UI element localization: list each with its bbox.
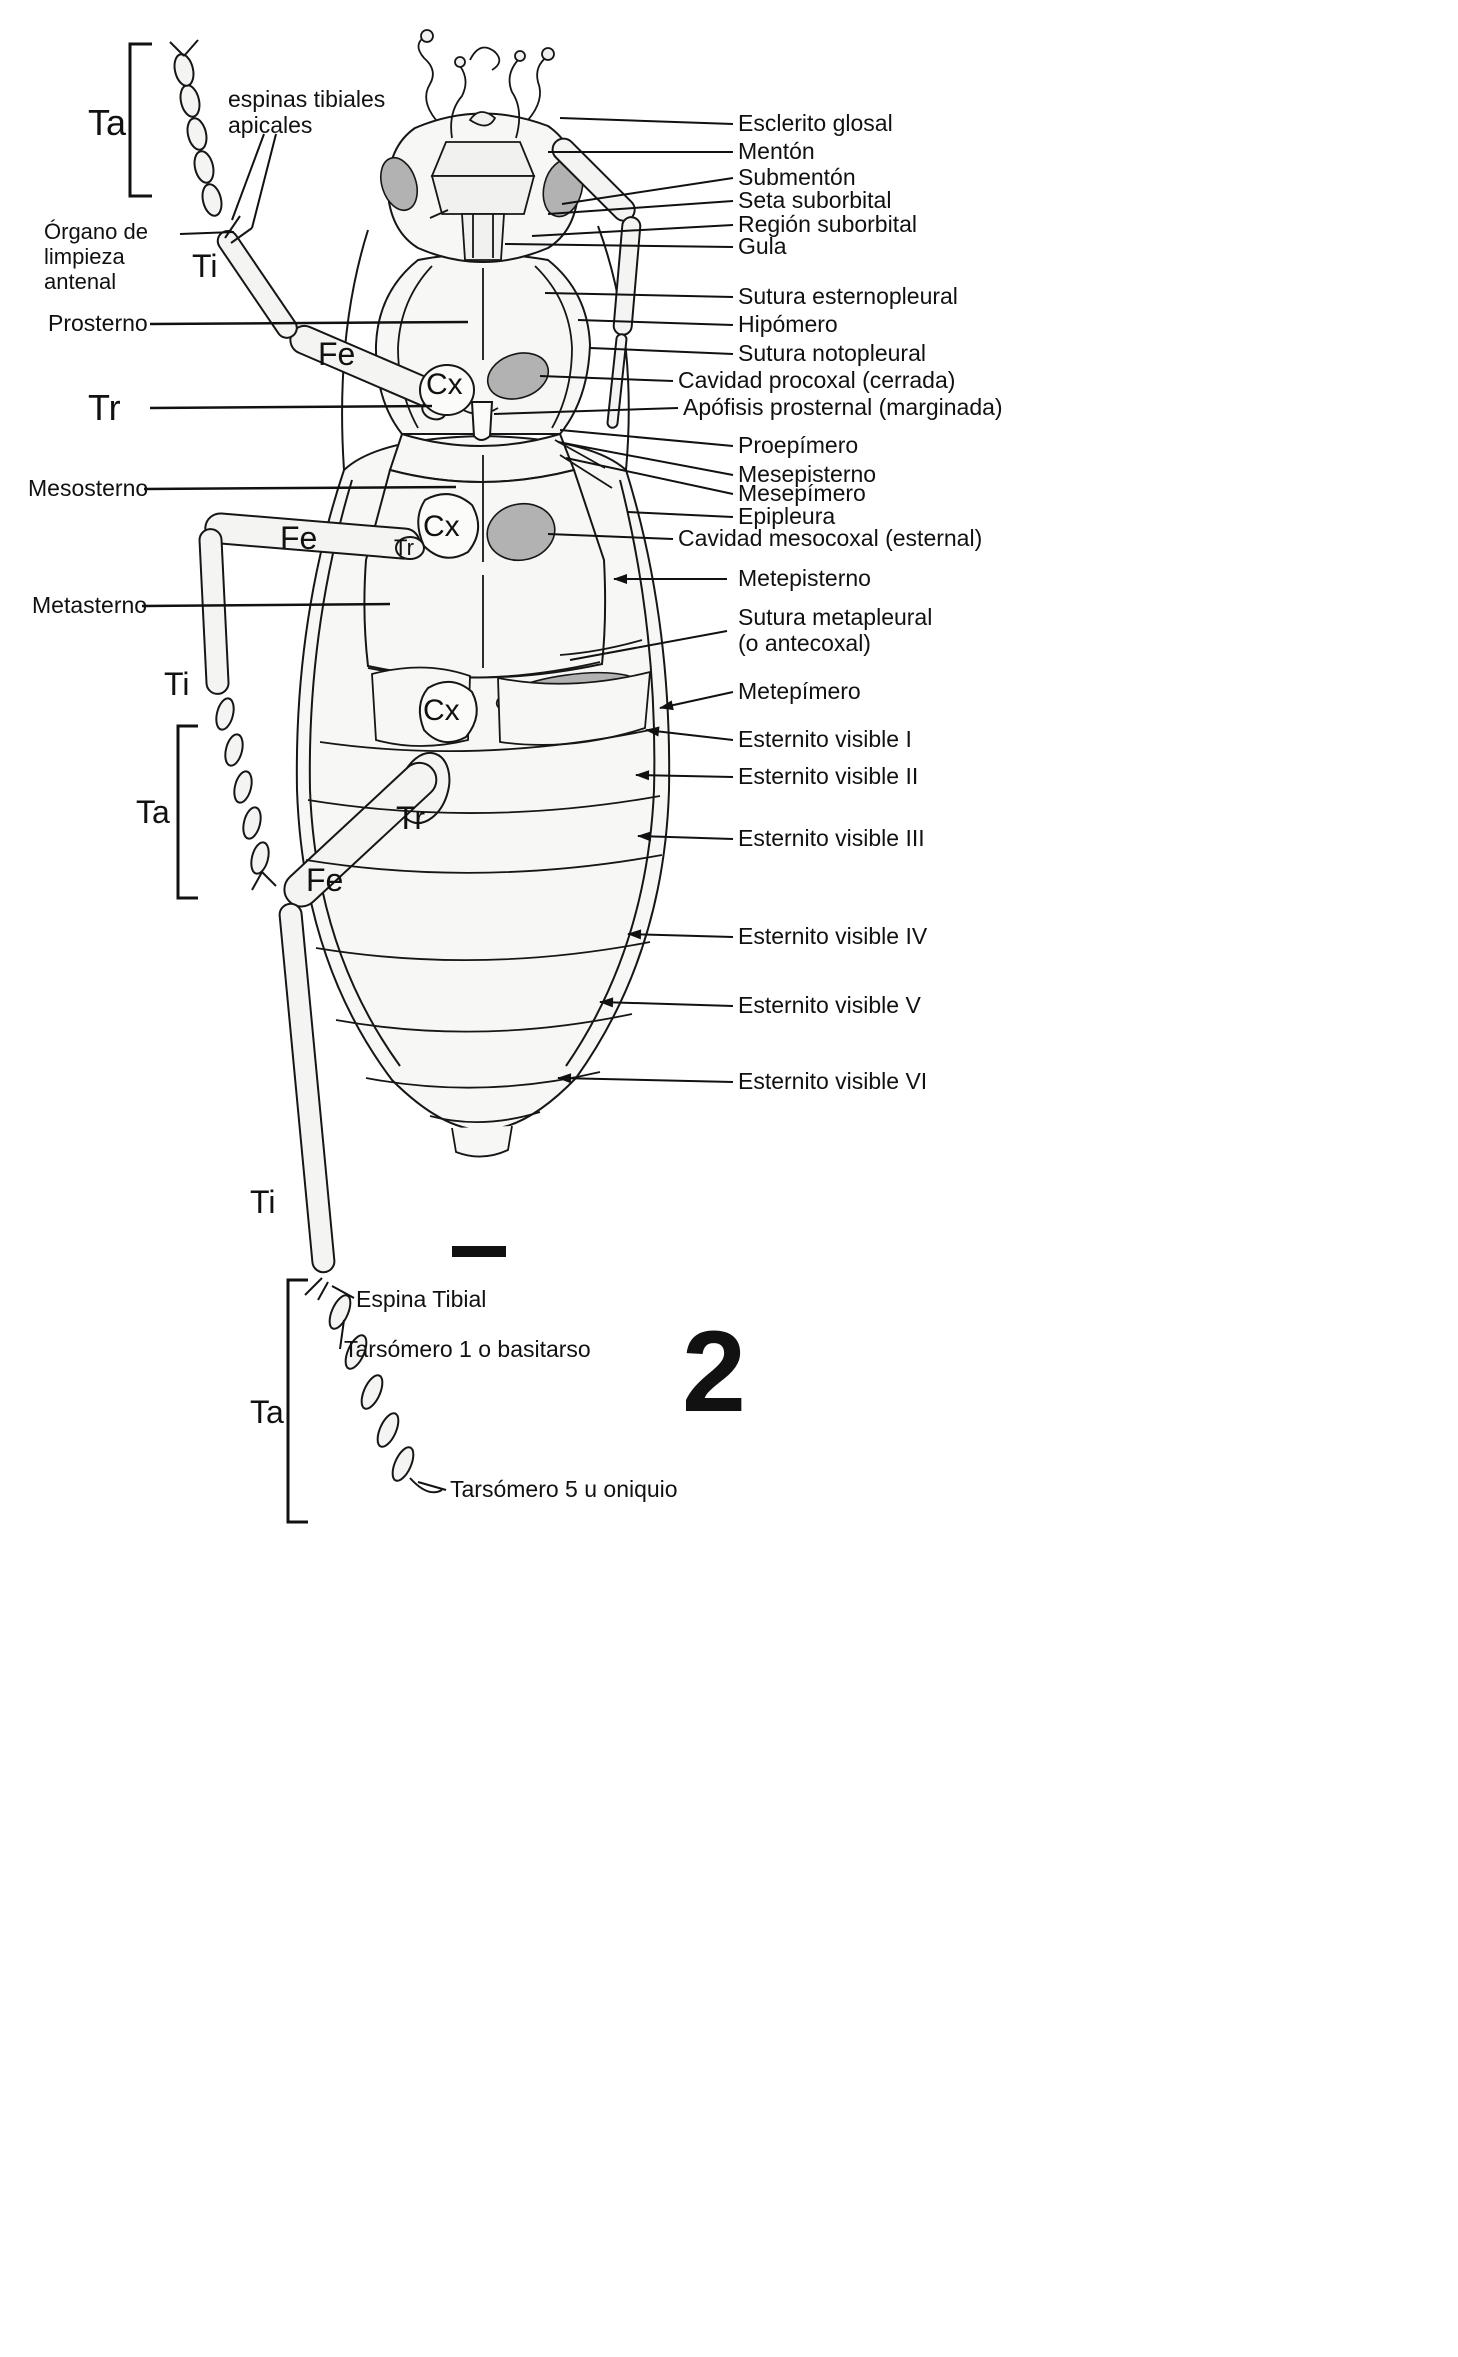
- metacoxa: [418, 681, 478, 744]
- figure-number: 2: [682, 1308, 746, 1436]
- scale-bar: [452, 1246, 506, 1257]
- label-fe-middle: Fe: [280, 520, 318, 556]
- label-sutura-notopleural: Sutura notopleural: [738, 340, 926, 366]
- label-ti-middle: Ti: [164, 666, 190, 702]
- label-submenton: Submentón: [738, 164, 856, 190]
- label-fe-front: Fe: [318, 336, 356, 372]
- label-epipleura: Epipleura: [738, 503, 836, 529]
- prosternal-process: [470, 401, 494, 441]
- segment-brackets: [128, 42, 308, 1524]
- glossal-sclerite: [468, 111, 497, 127]
- hind-femur: [283, 761, 438, 908]
- sternite-sutures: [305, 729, 663, 1158]
- label-esclerito-glosal: Esclerito glosal: [738, 110, 893, 136]
- label-menton: Mentón: [738, 138, 815, 164]
- hind-tibia: [278, 902, 336, 1274]
- label-cx-meso: Cx: [423, 510, 460, 543]
- label-metasterno: Metasterno: [32, 592, 148, 618]
- middle-trochanter: [395, 536, 425, 560]
- label-proepimero: Proepímero: [738, 432, 859, 458]
- label-prosterno: Prosterno: [48, 310, 148, 336]
- label-esternito-2: Esternito visible II: [738, 763, 919, 789]
- label-organo-limpieza: Órgano de limpieza antenal: [44, 219, 148, 294]
- gula-shape: [461, 213, 505, 261]
- suborbital-seta: [429, 209, 449, 219]
- label-mesepimero: Mesepímero: [738, 480, 866, 506]
- leader-lines: [141, 117, 734, 1491]
- hind-claw: [409, 1477, 443, 1494]
- tibial-spine: [230, 227, 253, 244]
- label-metepisterno: Metepisterno: [738, 565, 871, 591]
- palp-right: [527, 55, 549, 121]
- middle-claws: [251, 871, 277, 891]
- label-cx-pro: Cx: [426, 368, 463, 401]
- label-mesepisterno: Mesepisterno: [738, 461, 877, 487]
- label-seta-suborbital: Seta suborbital: [738, 187, 892, 213]
- label-tarsomero-5: Tarsómero 5 u oniquio: [450, 1476, 678, 1502]
- label-mesosterno: Mesosterno: [28, 475, 149, 501]
- label-esternito-1: Esternito visible I: [738, 726, 912, 752]
- mesocoxa: [417, 493, 479, 559]
- label-espina-tibial: Espina Tibial: [356, 1286, 487, 1312]
- label-ta-front: Ta: [88, 102, 127, 143]
- label-tr-front: Tr: [88, 387, 121, 428]
- label-fe-hind: Fe: [306, 862, 344, 898]
- label-hipomero: Hipómero: [738, 311, 838, 337]
- tibial-spine: [224, 215, 241, 239]
- antenna-left: [417, 35, 437, 121]
- label-tarsomero-1: Tarsómero 1 o basitarso: [344, 1336, 591, 1362]
- label-apofisis-prosternal: Apófisis prosternal (marginada): [683, 394, 1003, 420]
- mentum-shape: [430, 141, 536, 177]
- submentum-shape: [430, 175, 536, 215]
- label-cx-meta: Cx: [423, 694, 460, 727]
- procoxa: [419, 364, 475, 416]
- label-esternito-5: Esternito visible V: [738, 992, 921, 1018]
- label-ti-hind: Ti: [250, 1184, 276, 1220]
- head-details: [417, 29, 555, 261]
- label-tr-middle: Tr: [394, 535, 414, 560]
- label-ta-hind: Ta: [250, 1394, 284, 1430]
- label-esternito-3: Esternito visible III: [738, 825, 925, 851]
- label-sutura-metapleural: Sutura metapleural (o antecoxal): [738, 604, 933, 656]
- front-claws: [169, 39, 199, 57]
- bracket-tarsus-middle: [176, 724, 198, 900]
- label-gula: Gula: [738, 233, 787, 259]
- legs: [169, 39, 642, 1494]
- label-cavidad-procoxal: Cavidad procoxal (cerrada): [678, 367, 956, 393]
- label-metepimero: Metepímero: [738, 678, 861, 704]
- middle-tibia: [198, 528, 230, 695]
- hind-tibial-spurs: [304, 1277, 329, 1301]
- label-ta-middle: Ta: [136, 794, 170, 830]
- bracket-tarsus-front: [128, 42, 152, 198]
- label-region-suborbital: Región suborbital: [738, 211, 918, 237]
- label-espinas-tibiales: espinas tibiales apicales: [228, 86, 386, 138]
- label-tr-hind: Tr: [396, 800, 426, 836]
- label-esternito-4: Esternito visible IV: [738, 923, 928, 949]
- label-cavidad-mesocoxal: Cavidad mesocoxal (esternal): [678, 525, 983, 551]
- bracket-tarsus-hind: [286, 1278, 308, 1524]
- label-sutura-esternopleural: Sutura esternopleural: [738, 283, 958, 309]
- label-esternito-6: Esternito visible VI: [738, 1068, 928, 1094]
- coxae: [417, 364, 494, 744]
- label-ti-front: Ti: [192, 248, 218, 284]
